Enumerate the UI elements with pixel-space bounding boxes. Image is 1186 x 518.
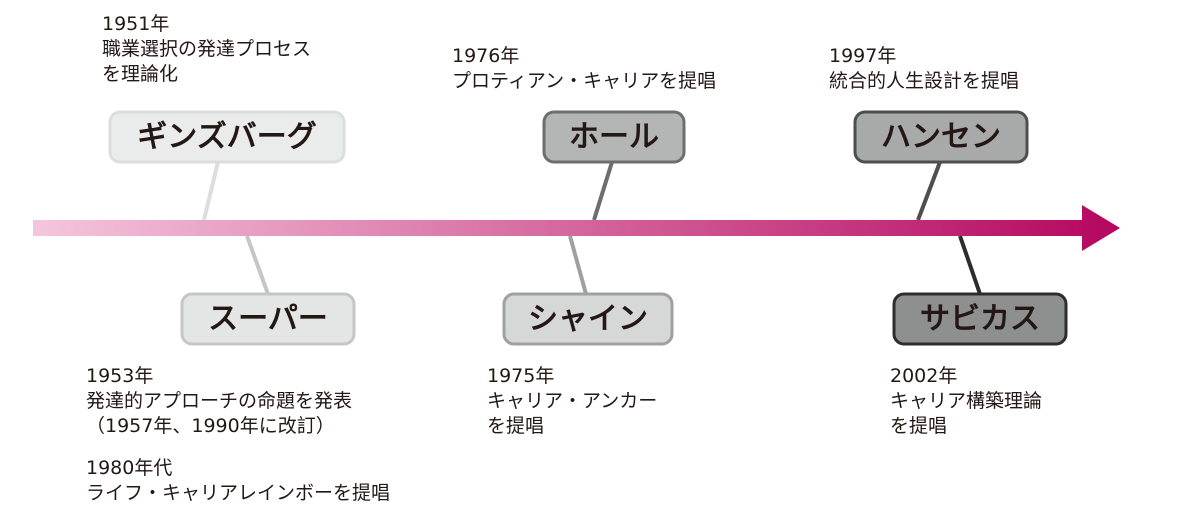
- note-savickas-line: を提唱: [890, 415, 948, 437]
- person-box-hall-rect: [542, 110, 686, 164]
- person-name-super: スーパー: [208, 302, 328, 337]
- note-super-year: 1953年: [86, 365, 154, 387]
- connector-hall: [592, 161, 614, 221]
- connector-schein: [568, 235, 588, 295]
- note-super-extra: 1980年代 ライフ・キャリアレインボーを提唱: [86, 456, 390, 506]
- note-ginzberg: 1951年 職業選択の発達プロセス を理論化: [102, 12, 311, 87]
- note-savickas: 2002年 キャリア構築理論 を提唱: [890, 364, 1042, 439]
- note-hansen-line: 統合的人生設計を提唱: [829, 70, 1020, 92]
- person-box-savickas-rect: [892, 292, 1068, 346]
- person-box-hall: ホール: [542, 110, 686, 164]
- note-hansen: 1997年 統合的人生設計を提唱: [829, 44, 1019, 94]
- person-name-hansen: ハンセン: [881, 120, 1001, 155]
- note-hall-year: 1976年: [452, 45, 520, 67]
- note-ginzberg-line: 職業選択の発達プロセス: [102, 38, 312, 60]
- note-super-extra-line: ライフ・キャリアレインボーを提唱: [86, 482, 391, 504]
- note-schein-line: キャリア・アンカー: [487, 390, 658, 412]
- note-hall-line: プロティアン・キャリアを提唱: [452, 70, 717, 92]
- person-name-hall: ホール: [569, 120, 659, 155]
- person-name-savickas: サビカス: [920, 302, 1040, 337]
- person-box-super-rect: [180, 292, 356, 346]
- person-name-ginzberg: ギンズバーグ: [137, 120, 316, 155]
- connector-ginzberg: [202, 161, 220, 221]
- note-savickas-line: キャリア構築理論: [890, 390, 1043, 412]
- note-ginzberg-line: を理論化: [102, 63, 179, 85]
- timeline-arrow: [33, 205, 1120, 251]
- note-hall: 1976年 プロティアン・キャリアを提唱: [452, 44, 716, 94]
- note-schein-line: を提唱: [487, 415, 545, 437]
- connector-savickas: [958, 235, 982, 295]
- note-savickas-year: 2002年: [890, 365, 958, 387]
- note-super-line: （1957年、1990年に改訂）: [86, 415, 335, 437]
- person-box-schein-rect: [502, 292, 674, 346]
- person-box-schein: シャイン: [502, 292, 674, 346]
- person-box-savickas: サビカス: [892, 292, 1068, 346]
- person-name-schein: シャイン: [528, 302, 648, 337]
- person-box-ginzberg: ギンズバーグ: [108, 110, 346, 164]
- person-box-hansen-rect: [853, 110, 1029, 164]
- note-hansen-year: 1997年: [829, 45, 897, 67]
- connector-super: [245, 235, 270, 295]
- person-box-super: スーパー: [180, 292, 356, 346]
- person-box-hansen: ハンセン: [853, 110, 1029, 164]
- note-schein-year: 1975年: [487, 365, 555, 387]
- note-super-line: 発達的アプローチの命題を発表: [86, 390, 353, 412]
- note-super: 1953年 発達的アプローチの命題を発表 （1957年、1990年に改訂）: [86, 364, 352, 439]
- note-super-extra-year: 1980年代: [86, 457, 173, 479]
- connector-hansen: [916, 161, 942, 221]
- person-box-ginzberg-rect: [108, 110, 346, 164]
- note-ginzberg-year: 1951年: [102, 13, 170, 35]
- note-schein: 1975年 キャリア・アンカー を提唱: [487, 364, 657, 439]
